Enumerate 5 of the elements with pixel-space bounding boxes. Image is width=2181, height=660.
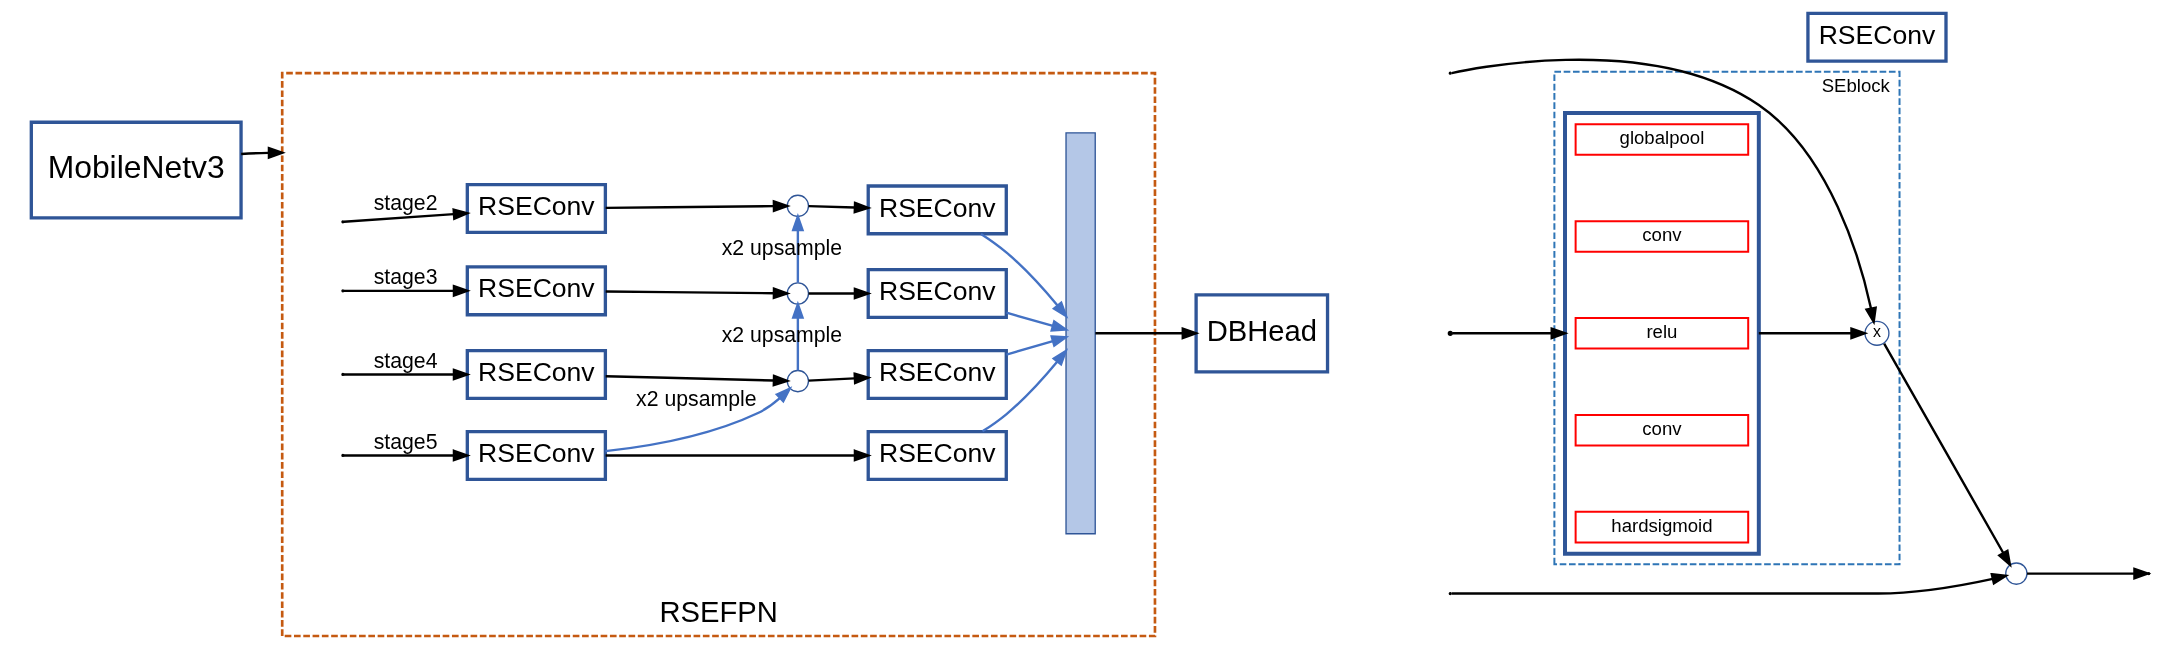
edge-label: stage4 (373, 348, 438, 373)
edge-label: x2 upsample (636, 387, 757, 412)
edge-label: stage5 (373, 429, 438, 454)
edge-label: stage3 (373, 264, 438, 289)
edge-label: stage2 (373, 190, 438, 215)
